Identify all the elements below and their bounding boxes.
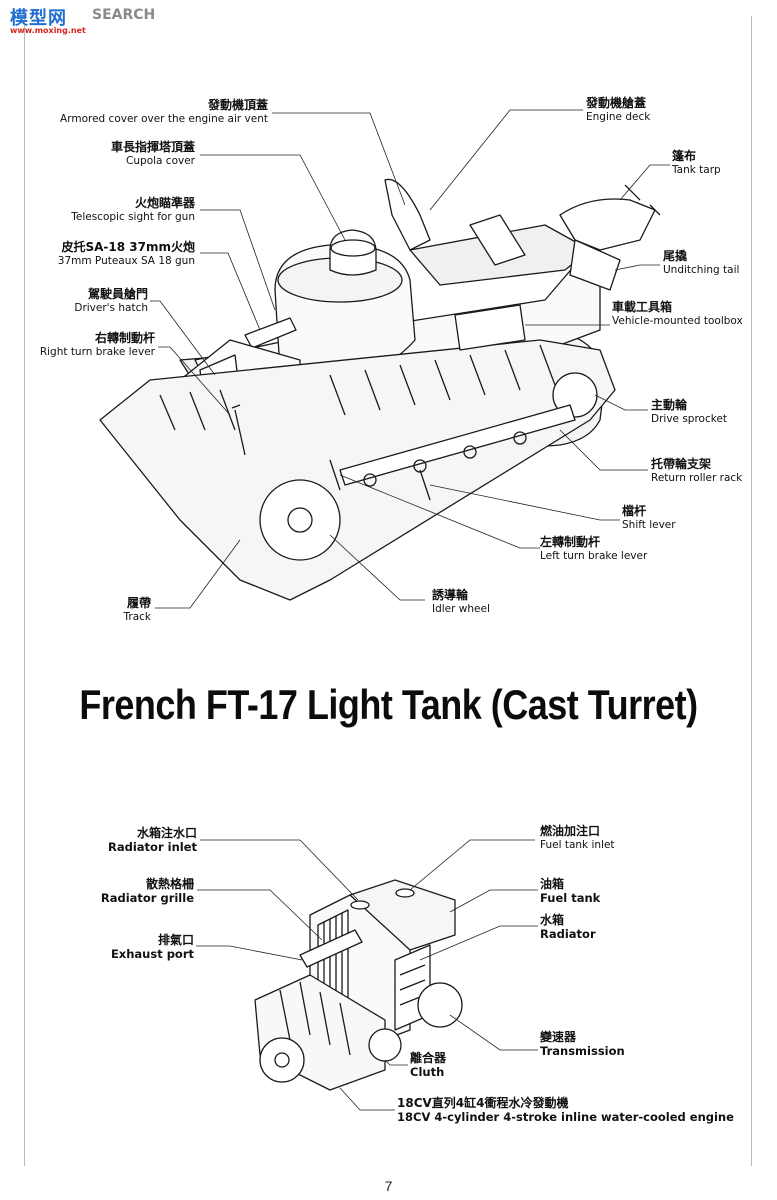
callout-engine-vent: 發動機頂蓋 Armored cover over the engine air …: [60, 98, 268, 125]
callout-sprocket: 主動輪 Drive sprocket: [651, 398, 728, 425]
callout-tarp: 篷布 Tank tarp: [672, 149, 721, 176]
tank-tail: [569, 239, 621, 291]
engine-flywheel: [259, 1037, 305, 1083]
callout-transmission: 變速器 Transmission: [540, 1030, 625, 1058]
leader-lines: [150, 109, 670, 1111]
watermark-site-name: 模型网: [10, 8, 67, 29]
callout-radiator: 水箱 Radiator: [540, 913, 596, 941]
callout-driver-hatch: 駕駛員艙門 Driver's hatch: [74, 287, 148, 314]
callout-tail: 尾撬 Unditching tail: [663, 249, 740, 276]
callout-right-brake: 右轉制動杆 Right turn brake lever: [39, 331, 155, 358]
engine-transmission: [417, 982, 463, 1028]
tank-idler-wheel: [259, 479, 341, 561]
callout-track: 履帶 Track: [123, 596, 151, 623]
page-right-edge: [751, 16, 752, 1166]
tank-drive-sprocket: [552, 372, 598, 418]
callout-shift-lever: 檔杆 Shift lever: [622, 504, 676, 531]
tank-vent-cover: [384, 178, 431, 251]
watermark-search-label: SEARCH: [92, 7, 156, 23]
tank-return-roller-rack: [339, 404, 576, 486]
callout-radiator-inlet: 水箱注水口 Radiator inlet: [108, 826, 197, 854]
tank-gun: [244, 317, 297, 349]
tank-left-brake-lever: [329, 459, 341, 491]
engine-fuel-inlet-cap: [395, 888, 415, 898]
tank-vent-cover-2: [469, 214, 526, 266]
tank-toolbox: [454, 304, 526, 351]
callout-engine-deck: 發動機艙蓋 Engine deck: [586, 96, 651, 123]
callout-sight: 火炮瞄準器 Telescopic sight for gun: [71, 196, 195, 223]
tank-right-brake-lever: [231, 404, 246, 456]
callout-fuel-tank: 油箱 Fuel tank: [540, 877, 601, 905]
tank-shift-lever: [419, 469, 431, 501]
callout-left-brake: 左轉制動杆 Left turn brake lever: [540, 535, 648, 562]
watermark-url: www.moxing.net: [10, 26, 86, 35]
callout-engine: 18CV直列4缸4衝程水冷發動機 18CV 4-cylinder 4-strok…: [397, 1096, 734, 1124]
page-title: French FT-17 Light Tank (Cast Turret): [79, 680, 698, 728]
callout-fuel-inlet: 燃油加注口 Fuel tank inlet: [540, 824, 615, 851]
page-left-edge: [24, 16, 752, 1166]
callout-gun: 皮托SA-18 37mm火炮 37mm Puteaux SA 18 gun: [57, 240, 195, 267]
engine-illustration: [254, 879, 463, 1091]
callout-idler: 誘導輪 Idler wheel: [432, 588, 490, 615]
callout-toolbox: 車載工具箱 Vehicle-mounted toolbox: [612, 300, 743, 327]
tank-tarp: [559, 198, 656, 251]
callout-exhaust: 排氣口 Exhaust port: [110, 933, 194, 961]
site-watermark[interactable]: 模型网 SEARCH www.moxing.net: [4, 4, 164, 38]
tank-illustration: [99, 178, 661, 601]
engine-radiator-inlet-cap: [350, 900, 370, 910]
callout-cupola: 車長指揮塔頂蓋 Cupola cover: [110, 140, 195, 167]
engine-exhaust-pipe: [299, 929, 363, 968]
page-number: 7: [384, 1178, 393, 1194]
tank-track-links: [159, 344, 556, 431]
engine-clutch: [368, 1028, 402, 1062]
callout-clutch: 離合器 Cluth: [410, 1051, 447, 1079]
callout-roller-rack: 托帶輪支架 Return roller rack: [651, 457, 743, 484]
callout-radiator-grille: 散熱格柵 Radiator grille: [100, 877, 194, 905]
